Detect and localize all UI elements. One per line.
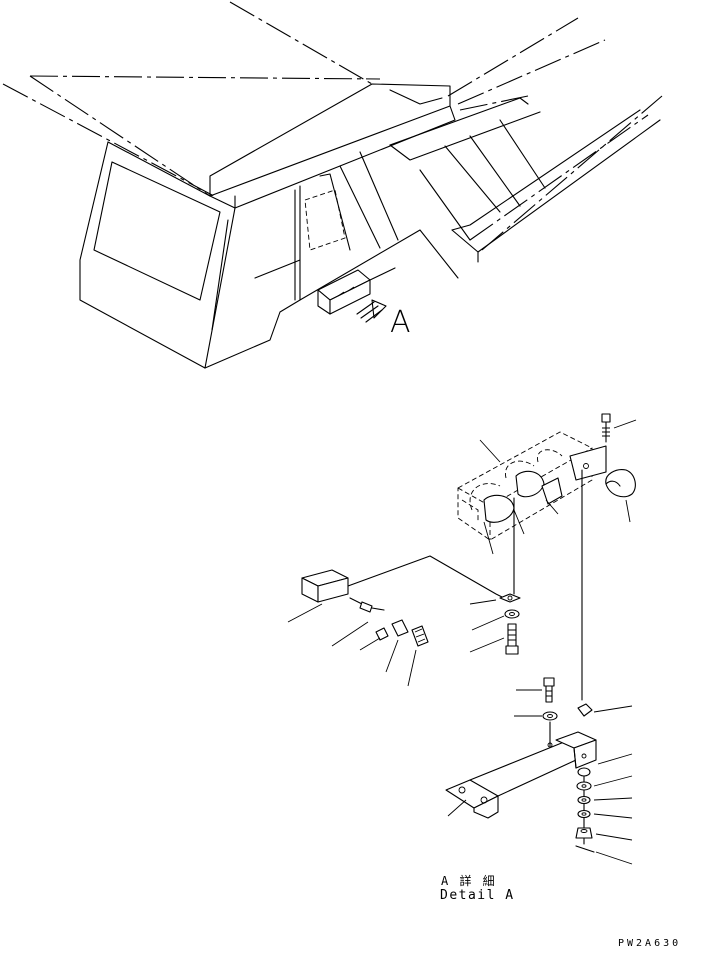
detail-caption-japanese: A 詳 細 [441,874,497,888]
view-a-label: A [390,305,411,340]
cab-overview [2,1,663,369]
lamp-3 [537,449,563,505]
lamp-1 [469,483,515,523]
lamp-2 [505,460,545,498]
detail-a [287,413,637,865]
detail-caption-english: Detail A [440,888,515,903]
drawing-code: PW2A630 [618,938,682,949]
